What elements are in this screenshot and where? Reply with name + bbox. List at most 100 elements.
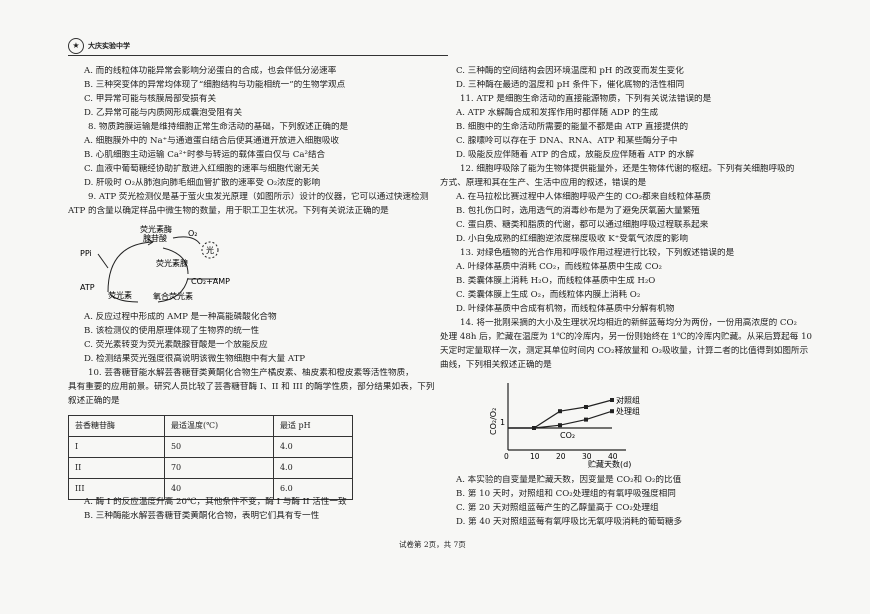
chart-ytick-1: 1 bbox=[500, 418, 505, 427]
right-text-line: D. 第 40 天对照组蓝莓有氧呼吸比无氧呼吸消耗的葡萄糖多 bbox=[456, 517, 683, 527]
left-text-line: C. 荧光素转变为荧光素酰腺苷酸是一个放能反应 bbox=[84, 340, 268, 350]
chart-series-label: 对照组 bbox=[616, 395, 640, 405]
table-cell: III bbox=[68, 478, 165, 500]
left-text-line: A. 酶 I 的反应温度升高 20℃，其他条件不变，酶 I 与酶 II 活性一致 bbox=[84, 497, 347, 507]
chart-series-label: 处理组 bbox=[616, 406, 640, 416]
left-column-after-figure: A. 反应过程中形成的 AMP 是一种高能磷酸化合物 B. 该检测仪的使用原理体现… bbox=[68, 312, 438, 410]
atp-luciferase-diagram: 荧光素酶 腺苷酸 O₂ 光 PPi 荧光素腺 ATP CO₂+AMP 荧光素 氧… bbox=[80, 224, 230, 303]
right-text-line: C. 类囊体膜上生成 O₂，而线粒体内膜上消耗 O₂ bbox=[456, 290, 641, 300]
left-text-line: C. 血液中葡萄糖经协助扩散进入红细胞的速率与细胞代谢无关 bbox=[84, 164, 320, 174]
right-text-line: 14. 将一批刚采摘的大小及生理状况均相近的新鲜蓝莓均分为两份，一份用高浓度的 … bbox=[460, 318, 797, 328]
chart-point bbox=[558, 409, 562, 414]
right-text-line: B. 包扎伤口时，选用透气的消毒纱布是为了避免厌氧菌大量繁殖 bbox=[456, 206, 700, 216]
left-text-line: B. 三种酶能水解芸香糖苷类黄酮化合物，表明它们具有专一性 bbox=[84, 511, 320, 521]
chart-point bbox=[584, 405, 588, 409]
page-footer: 试卷第 2页，共 7页 bbox=[399, 540, 466, 549]
left-text-line: B. 三种突变体的异常均体现了“细胞结构与功能相统一”的生物学观点 bbox=[84, 80, 346, 90]
fig-adenylate: 腺苷酸 bbox=[143, 233, 167, 243]
right-text-line: C. 腺嘌呤可以存在于 DNA、RNA、ATP 和某些酶分子中 bbox=[456, 136, 678, 146]
left-column: A. 而的线粒体功能异常会影响分泌蛋白的合成，也会伴低分泌速率 B. 三种突变体的… bbox=[68, 66, 438, 220]
fig-atp: ATP bbox=[80, 283, 95, 292]
left-text-line: D. 肝吸时 O₂从肺泡向肺毛细血管扩散的速率受 O₂浓度的影响 bbox=[84, 178, 321, 188]
left-text-line: A. 反应过程中形成的 AMP 是一种高能磷酸化合物 bbox=[84, 312, 277, 322]
right-text-line: 方式、原理和其在生产、生活中应用的叙述，错误的是 bbox=[440, 178, 647, 188]
right-text-line: A. 叶绿体基质中消耗 CO₂，而线粒体基质中生成 CO₂ bbox=[456, 262, 662, 272]
chart-point bbox=[558, 423, 562, 428]
table-cell: 4.0 bbox=[272, 457, 354, 479]
chart-point bbox=[584, 417, 588, 422]
left-text-line: ATP 的含量以确定样品中微生物的数量，用于职工卫生状况。下列有关说法正确的是 bbox=[68, 206, 389, 216]
left-text-line: B. 该检测仪的使用原理体现了生物界的统一性 bbox=[84, 326, 260, 336]
right-text-line: 13. 对绿色植物的光合作用和呼吸作用过程进行比较，下列叙述错误的是 bbox=[460, 248, 735, 258]
right-text-line: 12. 细胞呼吸除了能为生物体提供能量外，还是生物体代谢的枢纽。下列有关细胞呼吸… bbox=[460, 164, 795, 174]
right-text-line: B. 第 10 天时，对照组和 CO₂处理组的有氧呼吸强度相同 bbox=[456, 489, 676, 499]
right-column-after-chart: A. 本实验的自变量是贮藏天数，因变量是 CO₂和 O₂的比值 B. 第 10 天… bbox=[440, 475, 820, 531]
table-header-cell: 芸香糖苷酶 bbox=[68, 415, 165, 437]
school-name: 大庆实验中学 bbox=[88, 41, 130, 50]
left-text-line: A. 而的线粒体功能异常会影响分泌蛋白的合成，也会伴低分泌速率 bbox=[84, 66, 337, 76]
right-text-line: 11. ATP 是细胞生命活动的直接能源物质，下列有关说法错误的是 bbox=[460, 94, 712, 104]
fig-luciferin: 荧光素 bbox=[108, 290, 132, 300]
chart-xlabel: 贮藏天数(d) bbox=[588, 459, 631, 469]
chart-series-label: CO₂ bbox=[560, 431, 575, 440]
right-text-line: A. ATP 水解酶合成和发挥作用时都伴随 ADP 的生成 bbox=[456, 108, 659, 118]
fig-co2-amp: CO₂+AMP bbox=[191, 277, 230, 286]
left-text-line: B. 心肌细胞主动运输 Ca²⁺时参与转运的载体蛋白仅与 Ca²结合 bbox=[84, 150, 326, 160]
table-header-cell: 最适温度(℃) bbox=[163, 415, 274, 437]
chart-xtick: 30 bbox=[582, 452, 592, 461]
left-text-line: A. 细胞膜外中的 Na⁺与通道蛋白结合后使其通道开放进入细胞吸收 bbox=[84, 136, 340, 146]
right-text-line: D. 叶绿体基质中合成有机物，而线粒体基质中分解有机物 bbox=[456, 304, 675, 314]
right-text-line: C. 第 20 天对照组蓝莓产生的乙醇量高于 CO₂处理组 bbox=[456, 503, 659, 513]
left-text-line: D. 乙异常可能与内质网形成囊泡受阻有关 bbox=[84, 108, 243, 118]
right-text-line: C. 三种酶的空间结构会因环境温度和 pH 的改变而发生变化 bbox=[456, 66, 684, 76]
table-cell: I bbox=[68, 436, 165, 458]
right-text-line: B. 类囊体膜上消耗 H₂O，而线粒体基质中生成 H₂O bbox=[456, 276, 656, 286]
chart-point bbox=[610, 398, 614, 402]
right-text-line: D. 三种酶在最适的温度和 pH 条件下，催化底物的活性相同 bbox=[456, 80, 685, 90]
chart-xtick: 0 bbox=[504, 452, 509, 461]
left-text-line: 8. 物质跨膜运输是维持细胞正常生命活动的基础，下列叙述正确的是 bbox=[88, 122, 349, 132]
table-cell: 70 bbox=[163, 457, 274, 479]
chart-point bbox=[610, 409, 614, 414]
right-text-line: B. 细胞中的生命活动所需要的能量不都是由 ATP 直接提供的 bbox=[456, 122, 689, 132]
left-column-after-table: A. 酶 I 的反应温度升高 20℃，其他条件不变，酶 I 与酶 II 活性一致… bbox=[68, 497, 438, 525]
chart-xtick: 40 bbox=[608, 452, 618, 461]
right-text-line: D. 小白兔成熟的红细胞逆浓度梯度吸收 K⁺受氧气浓度的影响 bbox=[456, 234, 688, 244]
right-text-line: A. 本实验的自变量是贮藏天数，因变量是 CO₂和 O₂的比值 bbox=[456, 475, 682, 485]
right-text-line: 处理 48h 后，贮藏在温度为 1℃的冷库内，另一份则始终在 1℃的冷库内贮藏。… bbox=[440, 332, 813, 342]
table-header-cell: 最适 pH bbox=[272, 415, 354, 437]
right-column: C. 三种酶的空间结构会因环境温度和 pH 的改变而发生变化 D. 三种酶在最适的… bbox=[440, 66, 820, 374]
right-text-line: C. 蛋白质、糖类和脂质的代谢，都可以通过细胞呼吸过程联系起来 bbox=[456, 220, 709, 230]
table-cell: 4.0 bbox=[272, 436, 354, 458]
fig-light: 光 bbox=[206, 245, 214, 255]
school-logo: ★ bbox=[68, 38, 84, 54]
page-header: ★ 大庆实验中学 bbox=[68, 38, 448, 56]
right-text-line: 天定时定量取样一次，测定其单位时间内 CO₂释放量和 O₂吸收量，计算二者的比值… bbox=[440, 346, 809, 356]
right-text-line: 曲线，下列相关叙述正确的是 bbox=[440, 360, 552, 370]
fig-ppi: PPi bbox=[80, 249, 92, 258]
fig-o2: O₂ bbox=[188, 229, 198, 238]
table-cell: 50 bbox=[163, 436, 274, 458]
chart-xtick: 10 bbox=[530, 452, 540, 461]
chart-xtick: 20 bbox=[556, 452, 566, 461]
left-text-line: 9. ATP 荧光检测仪是基于萤火虫发光原理（如图所示）设计的仪器，它可以通过快… bbox=[88, 192, 429, 202]
fig-luciferase: 荧光素酶 bbox=[140, 224, 172, 234]
fig-luciferin-adenylate: 荧光素腺 bbox=[156, 258, 188, 268]
left-text-line: C. 甲异常可能与核膜局部受损有关 bbox=[84, 94, 217, 104]
fig-oxyluciferin: 氧合荧光素 bbox=[153, 291, 193, 301]
left-text-line: 叙述正确的是 bbox=[68, 396, 120, 406]
chart-ylabel: CO₂/O₂ bbox=[489, 408, 498, 435]
table-cell: II bbox=[68, 457, 165, 479]
right-text-line: D. 吸能反应伴随着 ATP 的合成，放能反应伴随着 ATP 的水解 bbox=[456, 150, 694, 160]
left-text-line: D. 检测结果荧光强度很高说明该微生物细胞中有大量 ATP bbox=[84, 354, 306, 364]
left-text-line: 10. 芸香糖苷能水解芸香糖苷类黄酮化合物生产橘皮素、柚皮素和橙皮素等活性物质， bbox=[88, 368, 414, 378]
table-cell: 6.0 bbox=[272, 478, 354, 500]
left-text-line: 具有重要的应用前景。研究人员比较了芸香糖苷酶 I、II 和 III 的酶学性质，… bbox=[68, 382, 435, 392]
right-text-line: A. 在马拉松比赛过程中人体细胞呼吸产生的 CO₂都来自线粒体基质 bbox=[456, 192, 711, 202]
